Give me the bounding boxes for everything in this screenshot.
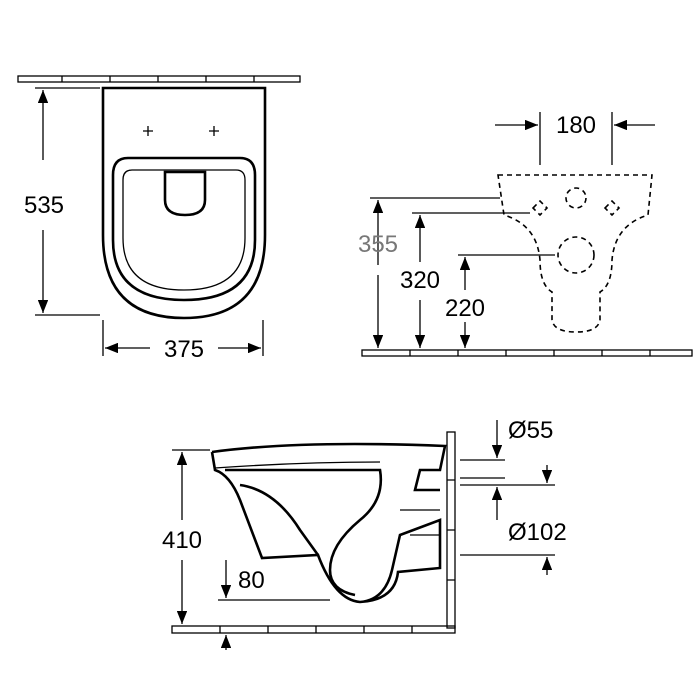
side-view: 410 80 Ø55 Ø102 [162, 417, 567, 650]
dimension-355: 355 [358, 197, 500, 348]
dimension-410: 410 [162, 449, 210, 624]
dimension-80: 80 [218, 560, 330, 650]
fixing-marks [143, 126, 219, 136]
dimension-label-535: 535 [24, 192, 64, 219]
wall-vertical [446, 431, 456, 629]
dimension-label-320: 320 [400, 267, 440, 294]
wall-line-top [17, 75, 301, 83]
dimension-label-410: 410 [162, 527, 202, 554]
dimension-diameter-55: Ø55 [460, 417, 553, 479]
wall-line-bottom [361, 349, 693, 357]
dimension-label-80: 80 [238, 567, 265, 594]
bowl-outline [101, 86, 267, 320]
dimension-diameter-102: Ø102 [460, 465, 567, 575]
dimension-label-180: 180 [556, 112, 596, 139]
front-view: 535 375 [17, 75, 301, 363]
dimension-220: 220 [445, 254, 555, 348]
dimension-label-375: 375 [164, 336, 204, 363]
dimension-label-diameter-102: Ø102 [508, 519, 567, 546]
dimension-label-220: 220 [445, 295, 485, 322]
mounting-outline [497, 174, 653, 333]
lid-hinge-shape [163, 170, 207, 217]
dimension-label-355: 355 [358, 231, 398, 258]
rear-view: 180 355 320 220 [358, 112, 693, 357]
dimension-535: 535 [24, 87, 100, 316]
dimension-label-diameter-55: Ø55 [508, 417, 553, 444]
bowl-side-outer [210, 451, 442, 604]
dimension-320: 320 [400, 212, 530, 348]
floor-line [171, 625, 456, 634]
dimension-180: 180 [495, 112, 655, 165]
dimension-375: 375 [102, 320, 264, 363]
seat-outline [111, 156, 257, 302]
